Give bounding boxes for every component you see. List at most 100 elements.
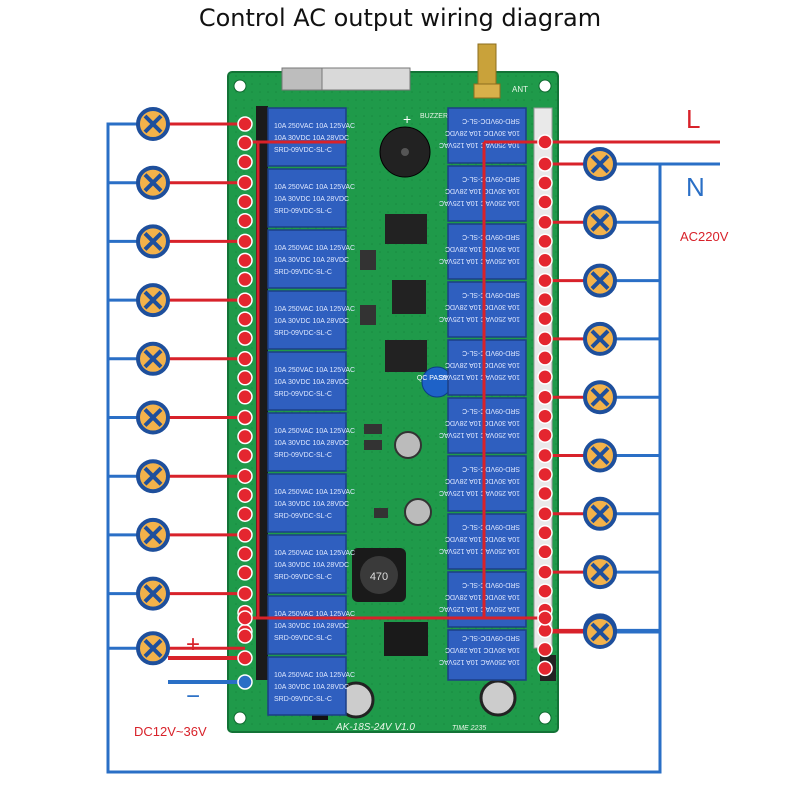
terminal-right-4c	[537, 369, 553, 385]
lamp-right-7	[583, 496, 617, 531]
relay-spec-text: SRD-09VDC-SL-C	[274, 635, 332, 642]
relay-spec-text: 10A 30VDC 10A 28VDC	[445, 646, 520, 653]
relay-spec-text: 10A 30VDC 10A 28VDC	[445, 361, 520, 368]
relay-right-10: 10A 250VAC 10A 125VAC 10A 30VDC 10A 28VDC…	[439, 629, 527, 681]
terminal-left-2b	[237, 193, 253, 210]
dc-plus-terminal	[237, 650, 253, 666]
lamp-left-4	[136, 283, 170, 318]
terminal-left-5c	[237, 389, 253, 405]
relay-spec-text: 10A 250VAC 10A 125VAC	[439, 257, 520, 264]
terminal-left-4b	[237, 311, 253, 327]
relay-spec-text: 10A 30VDC 10A 28VDC	[445, 477, 520, 484]
antenna-label: ANT	[512, 85, 528, 94]
terminal-right-4a	[537, 331, 553, 347]
terminal-left-6a	[237, 409, 253, 426]
terminal-left-4a	[237, 292, 253, 308]
lamp-left-6	[136, 400, 170, 435]
relay-spec-text: 10A 250VAC 10A 125VAC	[439, 141, 520, 148]
relay-spec-text: 10A 250VAC 10A 125VAC	[274, 245, 355, 252]
terminal-right-6a	[537, 447, 553, 464]
relay-spec-text: 10A 250VAC 10A 125VAC	[439, 373, 520, 380]
qc-sticker: QC PASSED	[417, 375, 457, 382]
lamp-right-3	[583, 263, 617, 298]
relay-board: ANT + BUZZER QC PASSED 470	[227, 43, 559, 733]
buzzer-plus-mark: +	[403, 111, 411, 127]
relay-spec-text: 10A 30VDC 10A 28VDC	[274, 135, 349, 142]
lamp-right-10	[583, 615, 617, 649]
relay-spec-text: 10A 30VDC 10A 28VDC	[274, 379, 349, 386]
board-name: AK-18S-24V V1.0	[335, 722, 415, 733]
dc-minus-label: −	[186, 683, 200, 710]
terminal-left-7c	[237, 506, 253, 522]
terminal-left-7a	[237, 468, 253, 484]
relay-spec-text: 10A 250VAC 10A 125VAC	[274, 184, 355, 191]
terminal-right-4b	[537, 350, 553, 366]
terminal-left-4c	[237, 330, 253, 346]
terminal-right-3b	[537, 291, 553, 308]
terminal-left-8b	[237, 546, 253, 562]
diagram-title: Control AC output wiring diagram	[198, 4, 602, 32]
terminal-right-1c	[537, 194, 553, 210]
terminal-left-2c	[237, 212, 253, 229]
lamp-right-6	[583, 438, 617, 473]
relay-spec-text: SRD-09VDC-SL-C	[274, 452, 332, 459]
relay-spec-text: 10A 250VAC 10A 125VAC	[439, 547, 520, 554]
relay-spec-text: SRD-09VDC-SL-C	[462, 581, 520, 588]
terminal-left-6c	[237, 447, 253, 464]
terminal-right-bottom	[537, 610, 553, 626]
neutral-label: N	[686, 172, 705, 202]
relay-spec-text: SRD-09VDC-SL-C	[462, 407, 520, 414]
terminal-right-1b	[537, 175, 553, 191]
relay-spec-text: SRD-09VDC-SL-C	[462, 634, 520, 641]
relay-spec-text: 10A 250VAC 10A 125VAC	[439, 199, 520, 206]
terminal-right-bus	[537, 134, 553, 150]
relay-spec-text: SRD-09VDC-SL-C	[462, 175, 520, 182]
terminal-right-7a	[537, 506, 553, 522]
relay-spec-text: 10A 30VDC 10A 28VDC	[274, 623, 349, 630]
relay-spec-text: SRD-09VDC-SL-C	[274, 269, 332, 276]
relay-spec-text: 10A 250VAC 10A 125VAC	[439, 658, 520, 665]
lamp-left-9	[136, 576, 170, 611]
lamp-loads	[136, 107, 617, 666]
terminal-right-8b	[537, 583, 553, 599]
terminal-left-2a	[237, 174, 253, 191]
lamp-right-8	[583, 555, 617, 590]
relay-spec-text: SRD-09VDC-SL-C	[462, 117, 520, 124]
terminal-left-3b	[237, 252, 253, 269]
terminal-points	[237, 116, 553, 677]
lamp-left-2	[136, 165, 170, 200]
terminal-left-9a	[237, 585, 253, 602]
dc-voltage-label: DC12V~36V	[134, 724, 207, 739]
relay-spec-text: SRD-09VDC-SL-C	[274, 696, 332, 703]
relay-spec-text: SRD-09VDC-SL-C	[274, 330, 332, 337]
relay-spec-text: SRD-09VDC-SL-C	[462, 349, 520, 356]
relay-right-5: 10A 250VAC 10A 125VAC 10A 30VDC 10A 28VDC…	[439, 339, 527, 396]
terminal-right-3a	[537, 272, 553, 289]
lamp-left-3	[136, 224, 170, 259]
terminal-right-2a	[537, 214, 553, 231]
terminal-right-9b	[537, 641, 553, 658]
relay-spec-text: 10A 250VAC 10A 125VAC	[439, 605, 520, 612]
terminal-right-2c	[537, 252, 553, 269]
terminal-left-3c	[237, 271, 253, 288]
lamp-right-5	[583, 380, 617, 415]
relay-spec-text: 10A 30VDC 10A 28VDC	[274, 440, 349, 447]
relay-spec-text: SRD-09VDC-SL-C	[462, 465, 520, 472]
buzzer-label: BUZZER	[420, 113, 448, 120]
relay-spec-text: SRD-09VDC-SL-C	[462, 233, 520, 240]
relay-column-left: 10A 250VAC 10A 125VAC 10A 30VDC 10A 28VDC…	[267, 107, 355, 716]
lamp-left-8	[136, 517, 170, 552]
